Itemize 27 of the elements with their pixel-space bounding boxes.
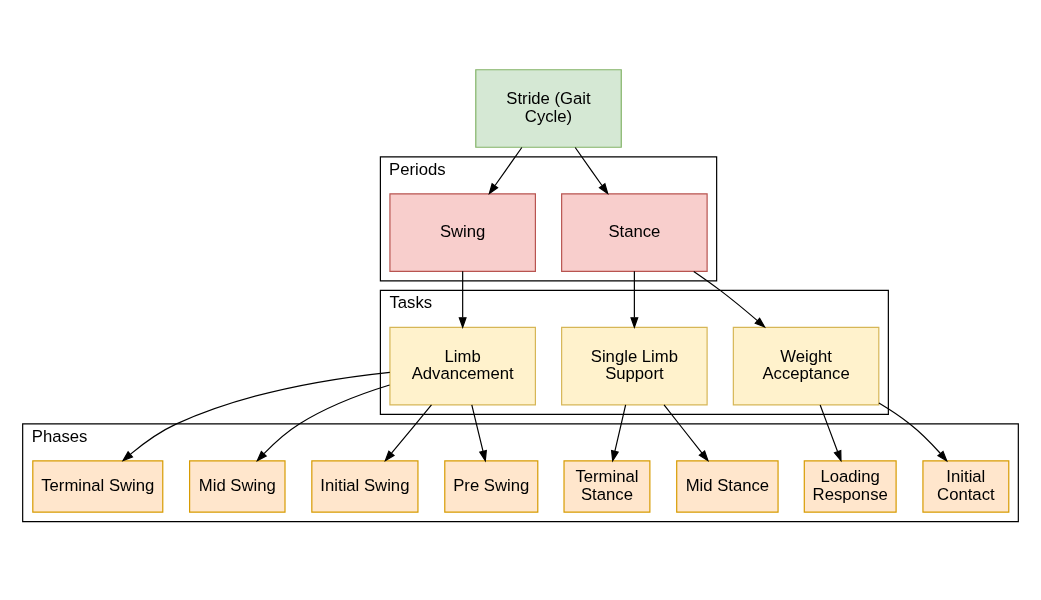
arrow	[471, 403, 487, 462]
node-box: Terminal Swing	[32, 459, 164, 513]
arrow	[630, 270, 639, 329]
node-box: Mid Stance	[676, 459, 779, 513]
node-box: Single Limb Support	[561, 326, 708, 405]
node-box: Terminal Stance	[563, 459, 651, 513]
node-box: Swing	[389, 192, 536, 272]
arrow	[458, 270, 467, 329]
arrow	[663, 403, 710, 462]
arrow	[878, 401, 948, 462]
arrow	[121, 371, 391, 462]
node-box: Limb Advancement	[389, 326, 536, 405]
arrow	[256, 383, 391, 462]
arrow	[693, 270, 766, 328]
arrow	[488, 146, 523, 195]
arrow	[574, 146, 609, 195]
node-box: Weight Acceptance	[732, 326, 880, 405]
node-box: Stride (Gait Cycle)	[475, 68, 622, 148]
node-box: Stance	[561, 192, 708, 272]
node-box: Pre Swing	[444, 459, 539, 513]
arrow	[819, 403, 842, 462]
node-box: Initial Contact	[922, 459, 1010, 513]
node-box: Loading Response	[803, 459, 897, 513]
arrow	[610, 403, 627, 462]
arrow	[384, 403, 433, 462]
node-box: Mid Swing	[189, 459, 286, 513]
node-box: Initial Swing	[311, 459, 419, 513]
